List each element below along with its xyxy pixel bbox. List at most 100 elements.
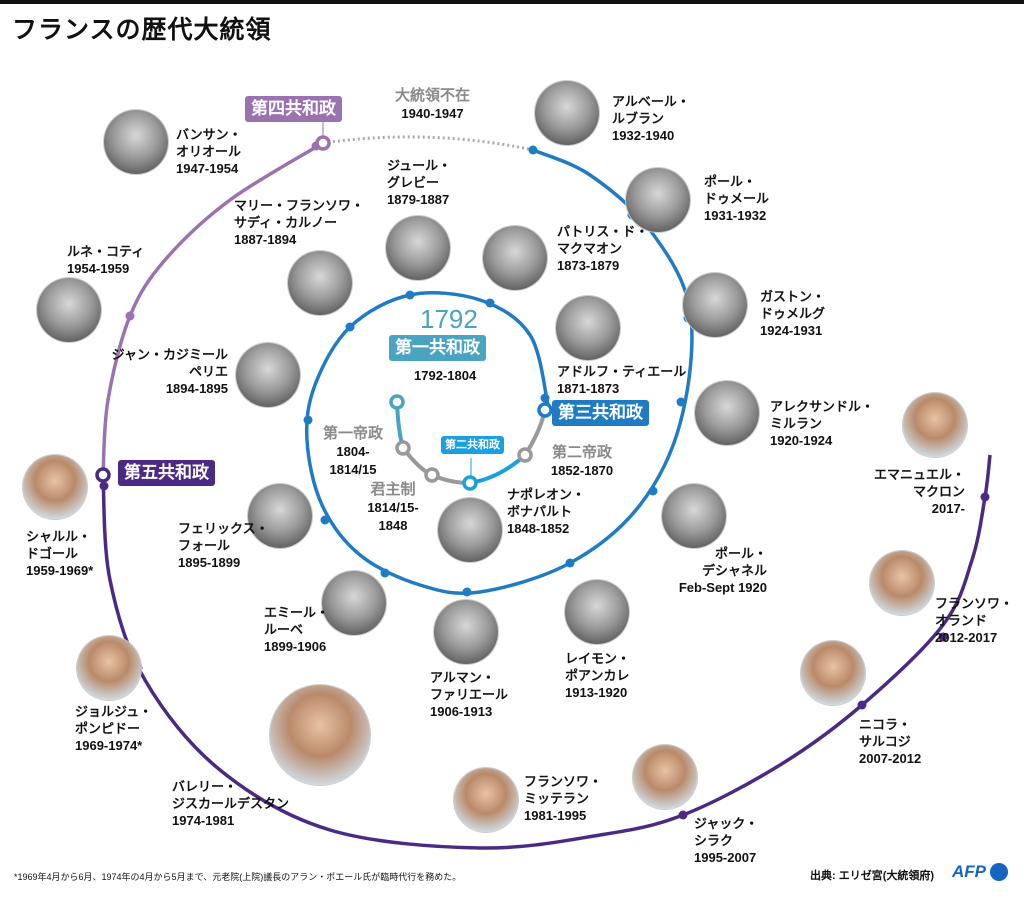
second-republic-label: 第二共和政 (441, 436, 504, 454)
president-name: シャルル・ (26, 529, 92, 544)
president-marker (938, 632, 948, 642)
president-name: ニコラ・ (859, 717, 912, 732)
president-name: ペリエ (188, 364, 228, 379)
president-name: フランソワ・ (935, 596, 1014, 611)
second-empire-name: 第二帝政 (551, 444, 612, 461)
president-photo (434, 600, 498, 664)
president-name: アルマン・ (430, 670, 495, 685)
fourth-republic-line (101, 141, 324, 476)
president-term: 2007-2012 (859, 751, 922, 766)
footnote: *1969年4月から6月、1974年の4月から5月まで、元老院(上院)議長のアラ… (14, 872, 462, 882)
president-name: レイモン・ (565, 651, 631, 666)
president-photo (322, 571, 386, 635)
third-republic-node (537, 402, 553, 418)
president-term: 1931-1932 (704, 208, 767, 223)
fourth-republic-label: 第四共和政 (245, 96, 342, 122)
president-name: サディ・カルノー (234, 215, 338, 230)
president-label: レイモン・ポアンカレ 1913-1920 (565, 650, 630, 701)
page-title: フランスの歴代大統領 (12, 16, 272, 44)
president-term: 1981-1995 (524, 808, 587, 823)
afp-logo-dot (990, 863, 1008, 881)
afp-logo: AFP (952, 862, 986, 881)
president-marker (540, 393, 550, 403)
president-marker (528, 145, 538, 155)
third-republic-label: 第三共和政 (552, 400, 649, 426)
president-name: ドゥメルグ (760, 306, 826, 321)
president-name: ジュール・ (387, 158, 452, 173)
president-name: サルコジ (859, 734, 911, 749)
president-name: ルブラン (612, 111, 665, 126)
president-name: ミッテラン (524, 791, 590, 806)
president-name: エマニュエル・ (873, 467, 965, 482)
president-name: ジャン・カジミール (111, 347, 228, 362)
president-term: 1894-1895 (165, 381, 228, 396)
president-marker (320, 515, 330, 525)
president-name: マクマオン (557, 241, 623, 256)
president-term: 1848-1852 (507, 521, 570, 536)
monarchy-name: 君主制 (370, 481, 416, 498)
president-term: 1913-1920 (565, 685, 628, 700)
president-photo (37, 278, 101, 342)
president-photo (633, 745, 697, 809)
president-term: 1920-1924 (770, 433, 833, 448)
second-empire-node (517, 447, 533, 463)
president-name: エミール・ (264, 605, 330, 620)
president-name: オリオール (176, 144, 242, 159)
president-name: アルベール・ (612, 94, 690, 109)
president-name: フォール (178, 538, 231, 553)
president-marker (676, 397, 686, 407)
president-photo (662, 484, 726, 548)
president-term: 1959-1969* (26, 563, 94, 578)
president-marker (980, 492, 990, 502)
president-name: ドゥメール (704, 191, 770, 206)
monarchy-years: 1814/15- (367, 500, 419, 515)
second-empire-label: 第二帝政 1852-1870 (546, 444, 618, 480)
president-label: ジャン・カジミールペリエ 1894-1895 (112, 346, 228, 397)
president-name: ドゴール (26, 546, 79, 561)
president-name: デシャネル (701, 563, 767, 578)
president-photo (565, 580, 629, 644)
president-term: 1871-1873 (557, 381, 620, 396)
second-republic-node (462, 475, 478, 491)
president-name: ジャック・ (694, 816, 759, 831)
president-name: フェリックス・ (178, 521, 269, 536)
president-label: ニコラ・サルコジ 2007-2012 (859, 716, 921, 767)
president-term: 2012-2017 (935, 630, 998, 645)
vacancy-dotted-line (322, 135, 534, 152)
president-photo (695, 381, 759, 445)
monarchy-label: 君主制 1814/15- 1848 (358, 481, 428, 535)
president-marker (125, 311, 135, 321)
president-term: 1932-1940 (612, 128, 675, 143)
president-name: パトリス・ド・ (557, 224, 649, 239)
president-name: シラク (694, 833, 734, 848)
president-name: ポール・ (704, 174, 757, 189)
president-label: ポール・ドゥメール 1931-1932 (704, 173, 769, 224)
monarchy-node (424, 467, 440, 483)
president-marker (405, 290, 415, 300)
vacancy-name: 大統領不在 (394, 87, 470, 104)
president-photo (801, 641, 865, 705)
fourth-republic-node (315, 135, 331, 151)
president-name: ボナパルト (507, 504, 573, 519)
president-term: 1873-1879 (557, 258, 620, 273)
president-name: ポアンカレ (565, 668, 630, 683)
first-empire-name: 第一帝政 (322, 425, 383, 442)
president-name: ルネ・コティ (67, 244, 145, 259)
president-marker (678, 810, 688, 820)
president-label: シャルル・ドゴール 1959-1969* (26, 528, 93, 579)
president-term: 1879-1887 (387, 192, 450, 207)
president-marker (462, 587, 472, 597)
president-marker (303, 415, 313, 425)
president-photo (483, 226, 547, 290)
president-name: バレリー・ (172, 779, 238, 794)
first-empire-node (395, 440, 411, 456)
first-republic-label: 第一共和政 (389, 335, 486, 361)
